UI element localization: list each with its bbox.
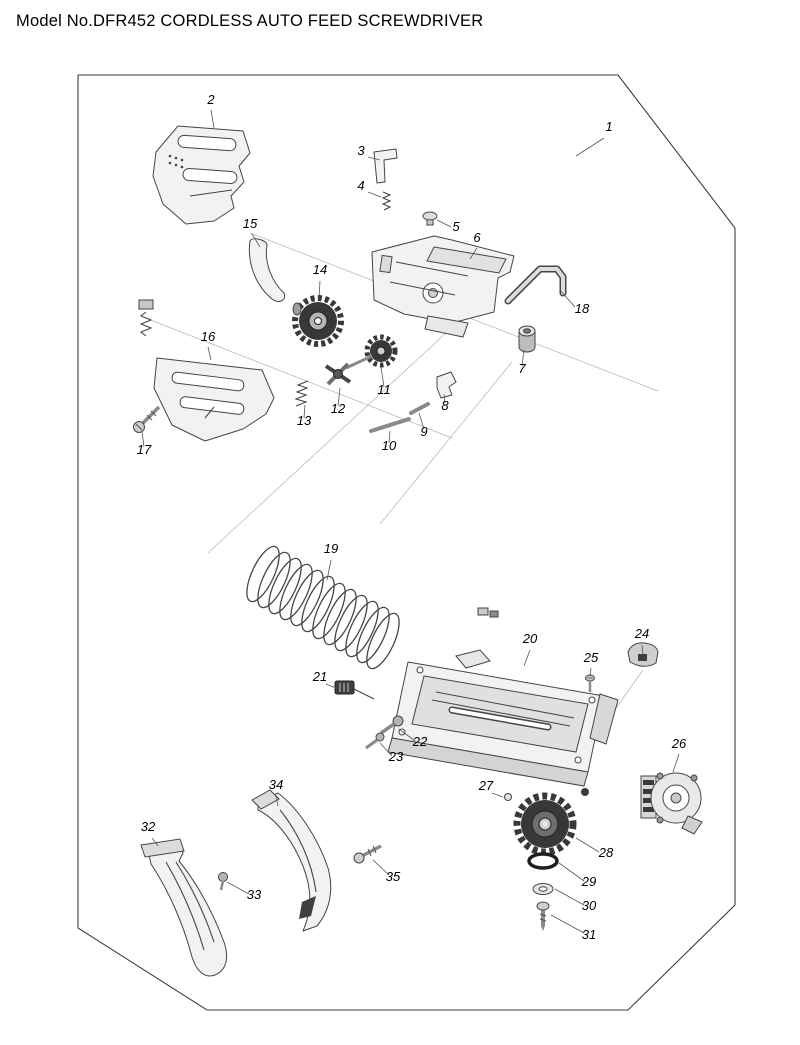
part-25-screw-drawing bbox=[585, 674, 595, 692]
part-4-drawing bbox=[381, 191, 392, 211]
part-2-drawing bbox=[152, 125, 251, 225]
part-9-pin-drawing bbox=[409, 402, 430, 415]
part-31-screw-drawing bbox=[536, 901, 550, 931]
part-20-channel-drawing bbox=[387, 607, 619, 796]
part-label-20: 20 bbox=[522, 631, 538, 646]
part-35-screw-drawing bbox=[353, 844, 382, 864]
part-label-4: 4 bbox=[357, 178, 364, 193]
part-label-23: 23 bbox=[388, 749, 404, 764]
part-label-12: 12 bbox=[331, 401, 346, 416]
part-label-22: 22 bbox=[412, 734, 428, 749]
part-label-13: 13 bbox=[297, 413, 312, 428]
part-label-16: 16 bbox=[201, 329, 216, 344]
part-label-19: 19 bbox=[324, 541, 338, 556]
part-3-drawing bbox=[373, 148, 398, 184]
part-label-6: 6 bbox=[473, 230, 481, 245]
part-23-bolt-drawing bbox=[365, 732, 385, 750]
part-label-14: 14 bbox=[313, 262, 327, 277]
part-label-2: 2 bbox=[206, 92, 215, 107]
part-label-17: 17 bbox=[137, 442, 152, 457]
part-label-7: 7 bbox=[518, 361, 526, 376]
part-6-housing-drawing bbox=[371, 235, 515, 338]
part-label-24: 24 bbox=[634, 626, 649, 641]
part-29-oring-drawing bbox=[527, 852, 559, 870]
part-label-35: 35 bbox=[386, 869, 401, 884]
part-label-8: 8 bbox=[441, 398, 449, 413]
leader-lines bbox=[141, 109, 680, 934]
part-label-32: 32 bbox=[141, 819, 156, 834]
part-33-screw-drawing bbox=[218, 872, 228, 891]
part-27-ball-drawing bbox=[504, 793, 512, 801]
part-label-34: 34 bbox=[269, 777, 283, 792]
part-32-foot-drawing bbox=[140, 838, 228, 977]
part-26-housing-drawing bbox=[640, 772, 703, 835]
part-7-drawing bbox=[518, 325, 536, 353]
part-label-33: 33 bbox=[247, 887, 262, 902]
part-11-gear-drawing bbox=[364, 334, 398, 368]
part-label-21: 21 bbox=[312, 669, 327, 684]
part-label-29: 29 bbox=[581, 874, 596, 889]
part-16-bracket-drawing bbox=[138, 299, 275, 442]
part-label-26: 26 bbox=[671, 736, 687, 751]
part-label-5: 5 bbox=[452, 219, 460, 234]
part-13-spring-drawing bbox=[294, 380, 309, 407]
part-17-screw-drawing bbox=[133, 405, 161, 433]
part-21-drawing bbox=[334, 680, 375, 700]
part-8-drawing bbox=[436, 371, 457, 399]
part-label-28: 28 bbox=[598, 845, 614, 860]
part-label-9: 9 bbox=[420, 424, 427, 439]
part-12-impeller-drawing bbox=[324, 354, 373, 386]
part-label-27: 27 bbox=[478, 778, 494, 793]
part-5-drawing bbox=[422, 211, 438, 226]
diagram-border bbox=[77, 74, 736, 1011]
part-labels: 1 2 3 4 5 6 7 8 9 10 11 12 13 14 15 16 1… bbox=[137, 92, 687, 942]
part-28-sprocket-drawing bbox=[513, 792, 577, 856]
part-drawings bbox=[133, 125, 703, 977]
part-14-sprocket-drawing bbox=[292, 295, 344, 347]
part-22-bolt-drawing bbox=[380, 715, 404, 735]
part-label-3: 3 bbox=[357, 143, 365, 158]
part-label-10: 10 bbox=[382, 438, 397, 453]
part-label-31: 31 bbox=[582, 927, 596, 942]
part-15-arm-drawing bbox=[248, 238, 286, 302]
part-label-11: 11 bbox=[377, 382, 391, 397]
part-30-washer-drawing bbox=[532, 883, 554, 895]
part-label-25: 25 bbox=[583, 650, 599, 665]
part-19-spring-drawing bbox=[246, 545, 400, 670]
part-18-drawing bbox=[504, 265, 567, 305]
part-label-1: 1 bbox=[605, 119, 612, 134]
part-label-30: 30 bbox=[582, 898, 597, 913]
part-label-18: 18 bbox=[575, 301, 590, 316]
part-34-lever-drawing bbox=[251, 789, 332, 932]
part-10-pin-drawing bbox=[369, 417, 411, 433]
part-label-15: 15 bbox=[243, 216, 258, 231]
page-title: Model No.DFR452 CORDLESS AUTO FEED SCREW… bbox=[16, 12, 484, 30]
